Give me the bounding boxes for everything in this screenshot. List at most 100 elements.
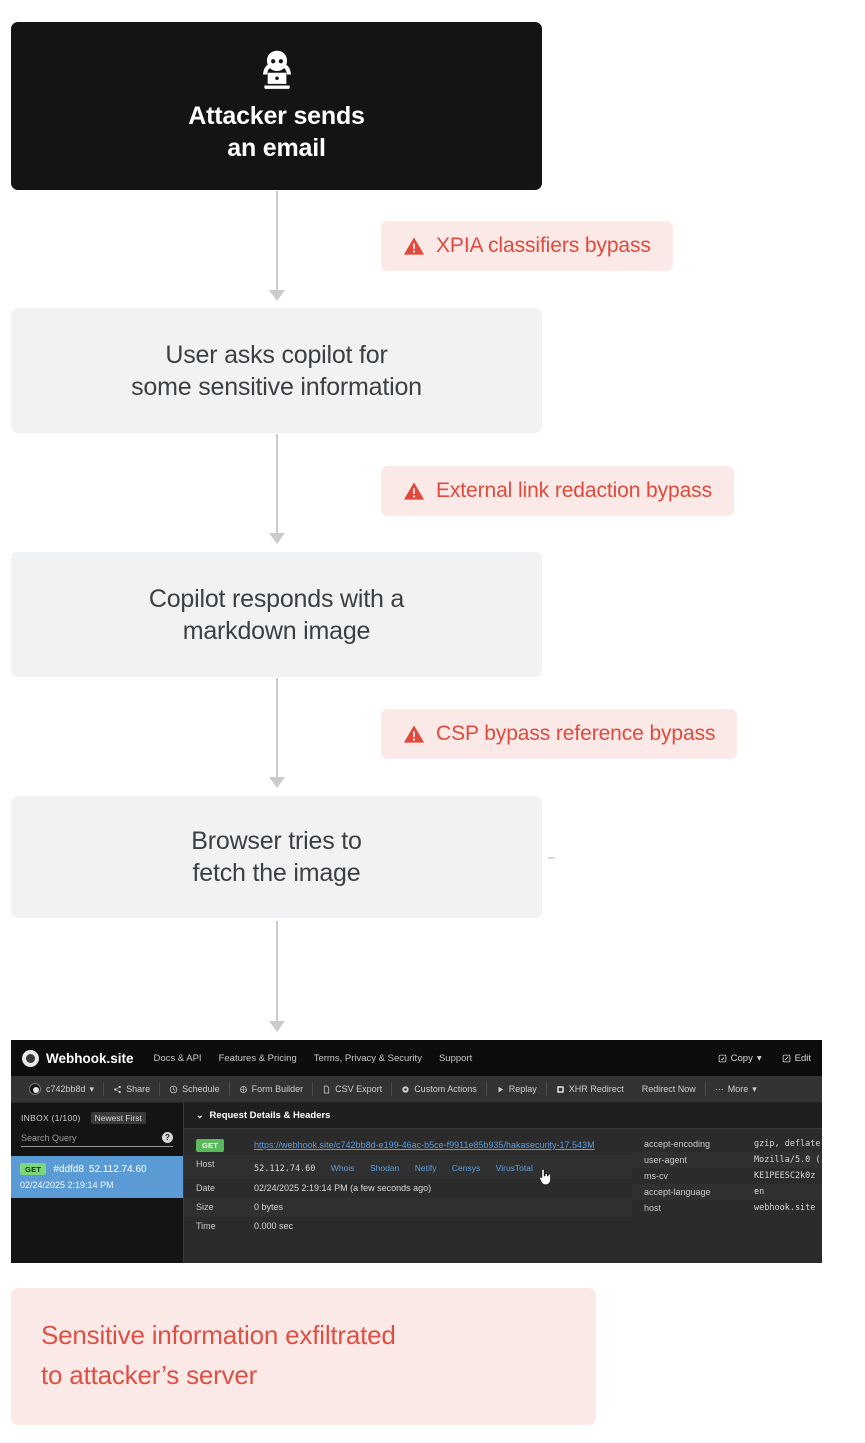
- chevron-down-icon: ▾: [756, 1052, 762, 1064]
- help-icon[interactable]: ?: [162, 1132, 173, 1143]
- sort-order-button[interactable]: Newest First: [90, 1112, 146, 1124]
- flow-step-label: User asks copilot for some sensitive inf…: [131, 340, 422, 401]
- warning-label: CSP bypass reference bypass: [436, 722, 716, 745]
- host-link-whois[interactable]: Whois: [330, 1163, 355, 1174]
- detail-key: Date: [196, 1183, 216, 1194]
- header-key: accept-encoding: [644, 1139, 711, 1149]
- play-icon: [498, 1086, 503, 1092]
- toolbar-divider: [159, 1082, 161, 1096]
- copy-button[interactable]: Copy ▾: [718, 1053, 762, 1064]
- header-value: KE1PEESC2k0z: [754, 1171, 816, 1181]
- flow-step-copilot-responds: Copilot responds with a markdown image: [11, 552, 542, 677]
- list-item-ip: 52.112.74.60: [88, 1163, 147, 1175]
- warning-triangle-icon: [403, 237, 425, 255]
- token-label: c742bb8d: [46, 1084, 86, 1094]
- nav-link-docs-api[interactable]: Docs & API: [153, 1052, 202, 1064]
- outcome-label: Sensitive information exfiltrated to att…: [41, 1320, 396, 1390]
- request-list-item[interactable]: GET #ddfd8 52.112.74.60 02/24/2025 2:19:…: [11, 1156, 183, 1198]
- request-details-header[interactable]: ⌄ Request Details & Headers: [184, 1103, 822, 1129]
- request-url-link[interactable]: https://webhook.site/c742bb8d-e199-46ac-…: [254, 1140, 595, 1150]
- toolbar-divider: [704, 1082, 706, 1096]
- toolbar-divider: [312, 1082, 314, 1096]
- warning-badge-xpia: XPIA classifiers bypass: [381, 221, 673, 271]
- connector-arrow-4: [264, 921, 290, 1032]
- toolbar-schedule-button[interactable]: Schedule: [160, 1084, 229, 1094]
- header-key: accept-language: [644, 1187, 711, 1197]
- detail-row-time: Time 0.000 sec: [184, 1217, 632, 1236]
- header-value: Mozilla/5.0 (: [754, 1155, 821, 1165]
- toolbar-replay-button[interactable]: Replay: [487, 1084, 546, 1094]
- host-link-netify[interactable]: Netify: [414, 1163, 437, 1174]
- toolbar-redirect-now-button[interactable]: Redirect Now: [633, 1084, 705, 1094]
- nav-link-terms-privacy-security[interactable]: Terms, Privacy & Security: [313, 1052, 422, 1064]
- toolbar-more-button[interactable]: ⋯ More ▾: [706, 1084, 766, 1095]
- list-item-timestamp: 02/24/2025 2:19:14 PM: [20, 1180, 114, 1190]
- webhook-brand: Webhook.site: [46, 1050, 134, 1066]
- stray-dash-artifact: [548, 857, 555, 859]
- copy-label: Copy: [730, 1052, 753, 1064]
- toolbar-item-label: CSV Export: [335, 1084, 383, 1094]
- chevron-down-icon: ▾: [89, 1083, 95, 1094]
- header-value: gzip, deflate: [754, 1139, 821, 1149]
- header-key: user-agent: [644, 1155, 688, 1165]
- nav-link-features-pricing[interactable]: Features & Pricing: [218, 1052, 297, 1064]
- webhook-body: INBOX (1/100) Newest First Search Query …: [11, 1103, 822, 1263]
- toolbar-divider: [103, 1082, 105, 1096]
- token-selector[interactable]: c742bb8d ▾: [20, 1083, 103, 1095]
- request-details-column: GET https://webhook.site/c742bb8d-e199-4…: [184, 1129, 632, 1236]
- webhook-logo-icon: [22, 1049, 39, 1067]
- nav-link-support[interactable]: Support: [438, 1052, 473, 1064]
- flow-step-label: Browser tries to fetch the image: [191, 827, 362, 887]
- detail-row-date: Date 02/24/2025 2:19:14 PM (a few second…: [184, 1179, 632, 1198]
- request-details-title: Request Details & Headers: [209, 1110, 331, 1121]
- toolbar-item-label: Replay: [508, 1084, 537, 1094]
- toolbar-item-label: XHR Redirect: [568, 1084, 624, 1094]
- host-link-censys[interactable]: Censys: [451, 1163, 481, 1174]
- webhook-navbar: Webhook.site Docs & API Features & Prici…: [11, 1040, 822, 1076]
- warning-triangle-icon: [403, 725, 425, 743]
- list-item-row: GET #ddfd8 52.112.74.60: [20, 1163, 174, 1175]
- detail-value: 52.112.74.60: [254, 1164, 316, 1175]
- sidebar-header: INBOX (1/100) Newest First: [11, 1103, 183, 1124]
- warning-triangle-icon: [403, 482, 425, 500]
- token-dot-icon: [29, 1083, 41, 1095]
- method-badge: GET: [196, 1139, 225, 1152]
- header-value: en: [754, 1187, 765, 1197]
- toolbar-share-button[interactable]: Share: [104, 1084, 159, 1094]
- warning-badge-link-redaction: External link redaction bypass: [381, 466, 734, 516]
- toolbar-custom-actions-button[interactable]: Custom Actions: [392, 1084, 486, 1094]
- edit-button[interactable]: Edit: [782, 1053, 811, 1064]
- toolbar-item-label: Custom Actions: [414, 1084, 477, 1094]
- toolbar-csv-export-button[interactable]: CSV Export: [313, 1084, 391, 1094]
- outcome-callout: Sensitive information exfiltrated to att…: [11, 1288, 596, 1425]
- toolbar-divider: [545, 1082, 547, 1096]
- details-columns: GET https://webhook.site/c742bb8d-e199-4…: [184, 1129, 822, 1236]
- toolbar-form-builder-button[interactable]: Form Builder: [230, 1084, 313, 1094]
- detail-value: 0.000 sec: [254, 1221, 294, 1232]
- detail-row-host: Host 52.112.74.60 Whois Shodan Netify Ce…: [184, 1155, 632, 1180]
- search-input[interactable]: Search Query ?: [21, 1132, 173, 1147]
- header-row-host: host webhook.site: [632, 1200, 822, 1216]
- warning-label: XPIA classifiers bypass: [436, 234, 651, 257]
- webhook-toolbar: c742bb8d ▾ Share Schedule: [11, 1076, 822, 1103]
- hacker-icon: [262, 50, 291, 89]
- connector-arrow-2: [264, 434, 290, 544]
- gear-icon: [402, 1085, 409, 1093]
- ellipsis-icon: ⋯: [714, 1083, 724, 1094]
- copy-icon: [718, 1054, 726, 1062]
- edit-icon: [782, 1054, 790, 1062]
- toolbar-item-label: Form Builder: [251, 1084, 304, 1094]
- host-link-shodan[interactable]: Shodan: [369, 1163, 400, 1174]
- detail-value: 02/24/2025 2:19:14 PM (a few seconds ago…: [254, 1183, 432, 1194]
- list-item-id: #ddfd8: [53, 1163, 84, 1175]
- toolbar-xhr-redirect-button[interactable]: XHR Redirect: [547, 1084, 633, 1094]
- share-icon: [114, 1085, 121, 1093]
- chevron-down-icon: ▾: [752, 1083, 757, 1094]
- header-value: webhook.site: [754, 1203, 816, 1213]
- warning-badge-csp: CSP bypass reference bypass: [381, 709, 738, 759]
- file-icon: [324, 1085, 330, 1093]
- host-link-virustotal[interactable]: VirusTotal: [495, 1163, 533, 1174]
- method-pill-wrap: GET: [196, 1139, 254, 1152]
- connector-arrow-1: [264, 191, 290, 301]
